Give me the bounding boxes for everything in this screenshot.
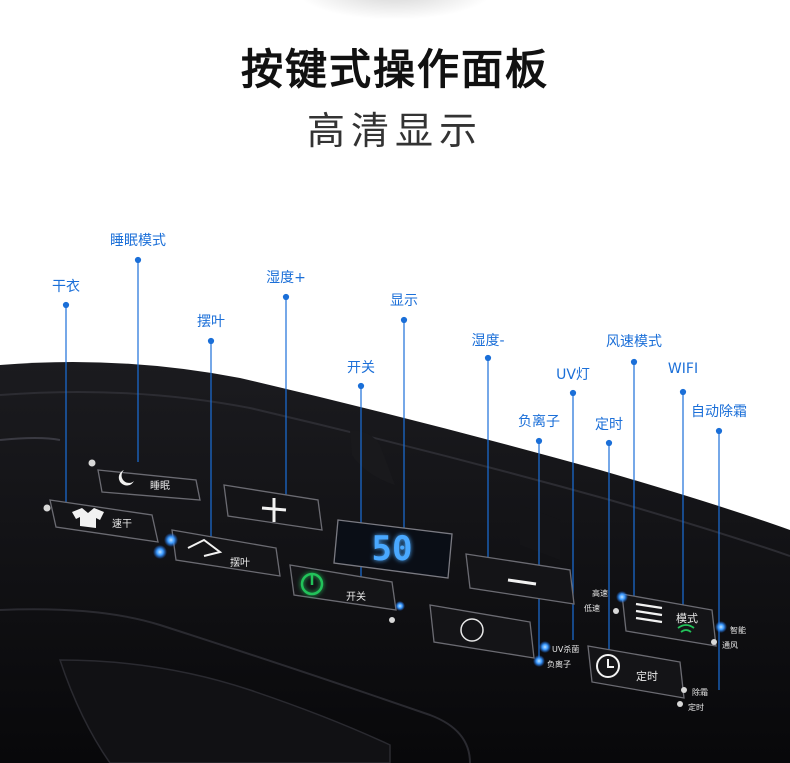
callout-humidity-plus: 湿度+	[266, 270, 306, 286]
indicator-low-speed: 低速	[584, 603, 600, 613]
shirt-icon	[72, 508, 104, 528]
indicator-labels: 高速 低速 智能 通风 UV杀菌 负离子 除霜 定时	[547, 588, 746, 712]
display-window: 50	[333, 519, 453, 579]
indicator-timer: 定时	[688, 702, 704, 712]
sleep-key-label: 睡眠	[150, 479, 170, 492]
clock-icon	[596, 654, 620, 678]
indicator-leds	[153, 533, 727, 707]
top-shadow	[295, 0, 495, 20]
callout-anion: 负离子	[518, 414, 560, 430]
quick-dry-key-label: 速干	[112, 518, 132, 530]
callout-power: 开关	[347, 360, 375, 376]
power-icon	[300, 572, 324, 596]
anion-icon	[460, 618, 484, 642]
minus-icon	[507, 578, 537, 586]
swing-key-label: 摆叶	[230, 556, 250, 569]
moon-icon	[118, 470, 134, 486]
page-subtitle: 高清显示	[306, 109, 483, 153]
display-value: 50	[372, 529, 413, 569]
sleep-key: 睡眠	[88, 459, 201, 501]
quick-dry-key: 速干	[43, 499, 159, 543]
callout-sleep-mode: 睡眠模式	[110, 233, 166, 249]
callout-display: 显示	[390, 293, 418, 309]
indicator-smart: 智能	[730, 625, 746, 635]
callout-humidity-minus: 湿度-	[471, 333, 505, 349]
indicator-anion: 负离子	[547, 659, 571, 669]
power-key-label: 开关	[346, 590, 366, 603]
swing-key: 摆叶	[171, 529, 281, 577]
indicator-uv: UV杀菌	[552, 644, 579, 654]
indicator-ventilate: 通风	[722, 640, 738, 650]
callout-wifi: WIFI	[667, 361, 699, 377]
timer-key-label: 定时	[636, 669, 658, 683]
callout-fan-speed-mode: 风速模式	[606, 334, 662, 350]
callout-timer: 定时	[595, 417, 623, 433]
plus-icon	[261, 498, 287, 522]
indicator-high-speed: 高速	[592, 588, 608, 598]
indicator-defrost: 除霜	[692, 687, 708, 697]
humidity-plus-key	[223, 484, 323, 531]
menu-icon	[635, 602, 663, 624]
mode-key: 模式	[621, 593, 717, 647]
mode-key-label: 模式	[676, 612, 698, 625]
callout-dry-clothes: 干衣	[52, 279, 80, 295]
wifi-icon	[677, 624, 695, 633]
page-title: 按键式操作面板	[240, 45, 549, 94]
power-key: 开关	[289, 564, 397, 611]
callout-auto-dehumidify: 自动除霜	[691, 404, 747, 420]
panel-keys: 睡眠 速干 摆叶 50	[43, 459, 717, 699]
timer-key: 定时	[587, 645, 685, 699]
humidity-minus-key	[465, 553, 575, 605]
swing-icon	[187, 538, 223, 557]
callout-uv-lamp: UV灯	[556, 367, 590, 383]
callout-swing: 摆叶	[197, 314, 225, 330]
